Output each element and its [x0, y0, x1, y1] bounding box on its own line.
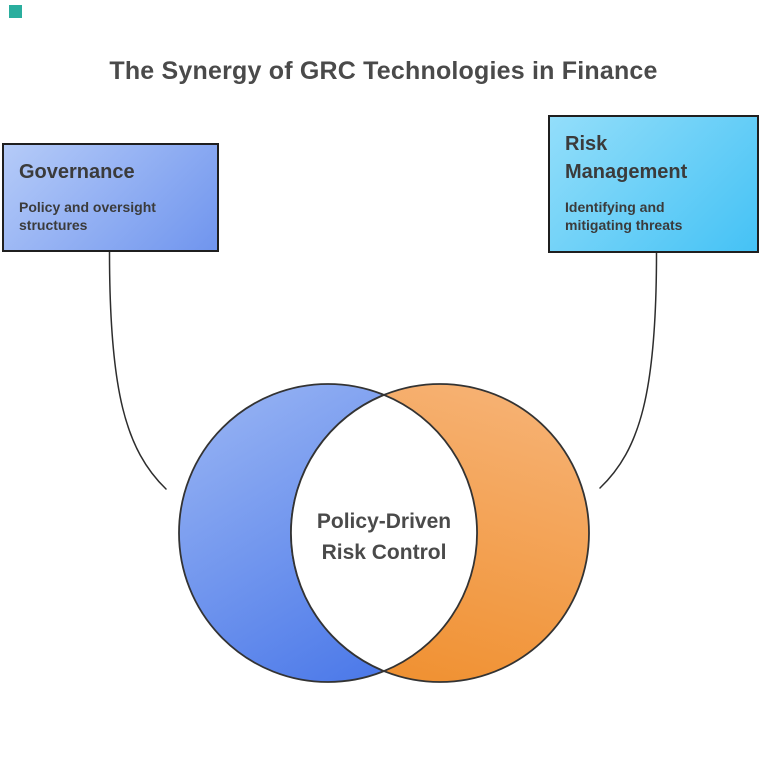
- connector-risk: [599, 252, 658, 489]
- governance-box: Governance Policy and oversight structur…: [2, 143, 219, 252]
- overlap-region: [290, 393, 478, 673]
- overlap-label-line1: Policy-Driven: [316, 510, 452, 533]
- risk-management-title: Risk Management: [565, 133, 688, 183]
- governance-title: Governance: [19, 161, 135, 183]
- overlap-label-line2: Risk Control: [321, 541, 447, 564]
- overlap-label: Policy-Driven Risk Control: [264, 506, 504, 568]
- risk-management-box: Risk Management Identifying and mitigati…: [548, 115, 759, 253]
- page-title: The Synergy of GRC Technologies in Finan…: [109, 57, 658, 85]
- corner-mark: [9, 5, 22, 18]
- governance-description: Policy and oversight structures: [19, 199, 156, 233]
- risk-management-description: Identifying and mitigating threats: [565, 199, 683, 233]
- connector-governance: [108, 251, 167, 490]
